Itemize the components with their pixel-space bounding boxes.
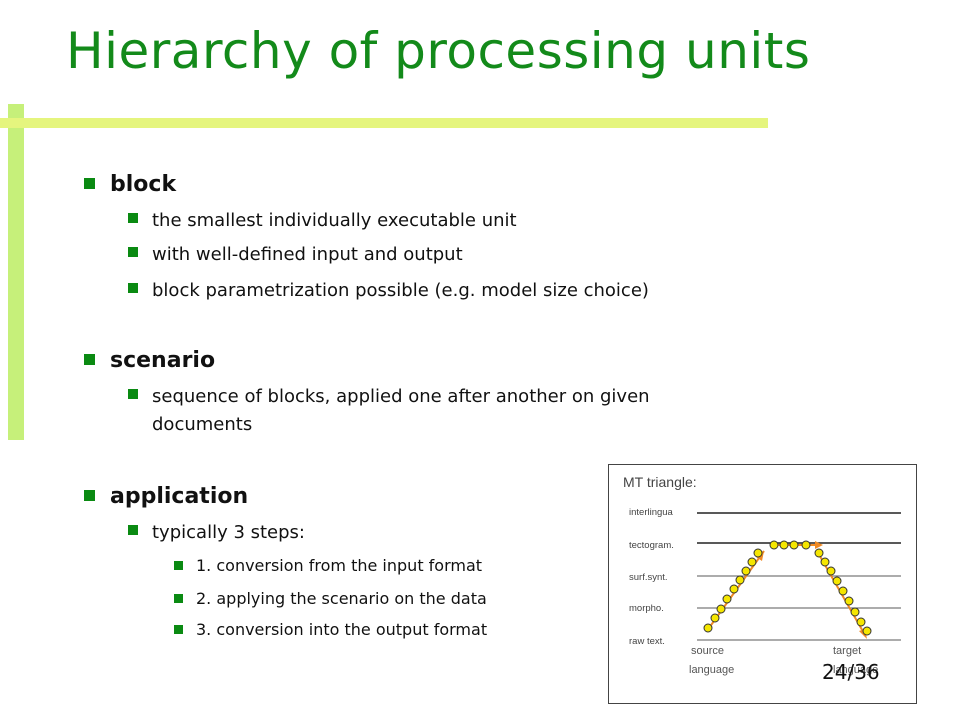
node-dot <box>801 540 811 550</box>
arrowhead-icon <box>815 541 823 549</box>
mt-triangle-diagram: MT triangle: interlingua tectogram. surf… <box>608 464 917 704</box>
node-dot <box>735 575 745 585</box>
node-dot <box>741 566 751 576</box>
node-dot <box>710 613 720 623</box>
bullet-scenario: scenario <box>84 348 215 373</box>
page-number: 24/36 <box>822 660 880 684</box>
list-item-continuation: documents <box>128 412 252 438</box>
list-item: block parametrization possible (e.g. mod… <box>128 278 649 304</box>
bullet-block: block <box>84 172 176 197</box>
node-dot <box>703 623 713 633</box>
node-dot <box>722 594 732 604</box>
list-subitem-text: 1. conversion from the input format <box>196 556 483 575</box>
list-subitem: 1. conversion from the input format <box>174 556 482 575</box>
list-item: sequence of blocks, applied one after an… <box>128 384 650 410</box>
node-dot <box>779 540 789 550</box>
slide-title: Hierarchy of processing units <box>66 22 811 80</box>
square-bullet-icon <box>84 354 95 365</box>
list-subitem-text: 3. conversion into the output format <box>196 620 488 639</box>
diagram-title: MT triangle: <box>623 474 697 490</box>
node-dot <box>850 607 860 617</box>
square-bullet-icon <box>128 213 138 223</box>
square-bullet-icon <box>128 389 138 399</box>
bullet-application: application <box>84 484 248 509</box>
list-item: with well-defined input and output <box>128 242 463 268</box>
list-item: the smallest individually executable uni… <box>128 208 517 234</box>
node-dot <box>832 576 842 586</box>
node-dot <box>747 557 757 567</box>
list-item-text: with well-defined input and output <box>152 244 463 265</box>
square-bullet-icon <box>174 594 183 603</box>
accent-bar-horizontal <box>0 118 768 128</box>
target-label-line2: language <box>833 664 878 676</box>
bullet-heading: application <box>110 484 249 509</box>
list-item-text: sequence of blocks, applied one after an… <box>152 386 650 407</box>
mt-triangle-svg: MT triangle: interlingua tectogram. surf… <box>623 474 901 676</box>
list-item-text: typically 3 steps: <box>152 522 305 543</box>
level-label: raw text. <box>629 636 665 647</box>
node-dot <box>838 586 848 596</box>
source-label-line1: source <box>691 645 724 657</box>
list-item-text: block parametrization possible (e.g. mod… <box>152 280 649 301</box>
square-bullet-icon <box>128 283 138 293</box>
bullet-heading: block <box>110 172 177 197</box>
square-bullet-icon <box>84 490 95 501</box>
node-dot <box>753 548 763 558</box>
level-label: interlingua <box>629 507 674 518</box>
list-item: typically 3 steps: <box>128 520 305 546</box>
square-bullet-icon <box>128 525 138 535</box>
level-label: surf.synt. <box>629 572 668 583</box>
node-dot <box>769 540 779 550</box>
list-subitem-text: 2. applying the scenario on the data <box>196 589 487 608</box>
node-dot <box>862 626 872 636</box>
target-label-line1: target <box>833 645 861 657</box>
list-item-text: the smallest individually executable uni… <box>152 210 517 231</box>
source-label-line2: language <box>689 664 734 676</box>
node-dot <box>844 596 854 606</box>
list-subitem: 3. conversion into the output format <box>174 620 487 639</box>
node-dot <box>716 604 726 614</box>
node-dot <box>729 584 739 594</box>
node-dot <box>820 557 830 567</box>
square-bullet-icon <box>174 561 183 570</box>
accent-bar-vertical <box>8 104 24 440</box>
list-item-text: documents <box>152 414 253 435</box>
list-subitem: 2. applying the scenario on the data <box>174 589 487 608</box>
square-bullet-icon <box>128 247 138 257</box>
level-label: morpho. <box>629 603 664 614</box>
node-dot <box>856 617 866 627</box>
node-dot <box>814 548 824 558</box>
bullet-heading: scenario <box>110 348 216 373</box>
node-dot <box>789 540 799 550</box>
square-bullet-icon <box>174 625 183 634</box>
level-label: tectogram. <box>629 540 674 551</box>
square-bullet-icon <box>84 178 95 189</box>
node-dot <box>826 566 836 576</box>
